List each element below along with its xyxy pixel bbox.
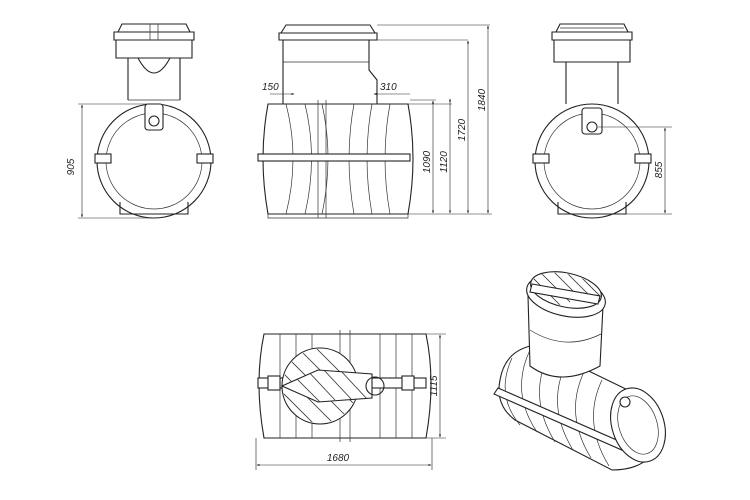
dim-1680-label: 1680 [327, 453, 350, 464]
dim-855-label: 855 [654, 161, 665, 178]
front-view: 150 310 1090 1120 1720 1840 [257, 24, 492, 219]
right-side-view: 855 [532, 23, 672, 219]
dim-1720-label: 1720 [457, 118, 468, 141]
isometric-view [493, 269, 666, 471]
dim-905-label: 905 [66, 158, 77, 175]
dim-150-label: 150 [262, 82, 279, 93]
plan-view: 1115 1680 [255, 330, 446, 470]
dim-310-label: 310 [380, 82, 397, 93]
dim-1090-label: 1090 [422, 150, 433, 173]
left-side-view: 905 [66, 23, 214, 219]
dim-1840-label: 1840 [477, 88, 488, 111]
dim-1115-label: 1115 [429, 375, 440, 396]
dim-1120-label: 1120 [439, 151, 450, 173]
